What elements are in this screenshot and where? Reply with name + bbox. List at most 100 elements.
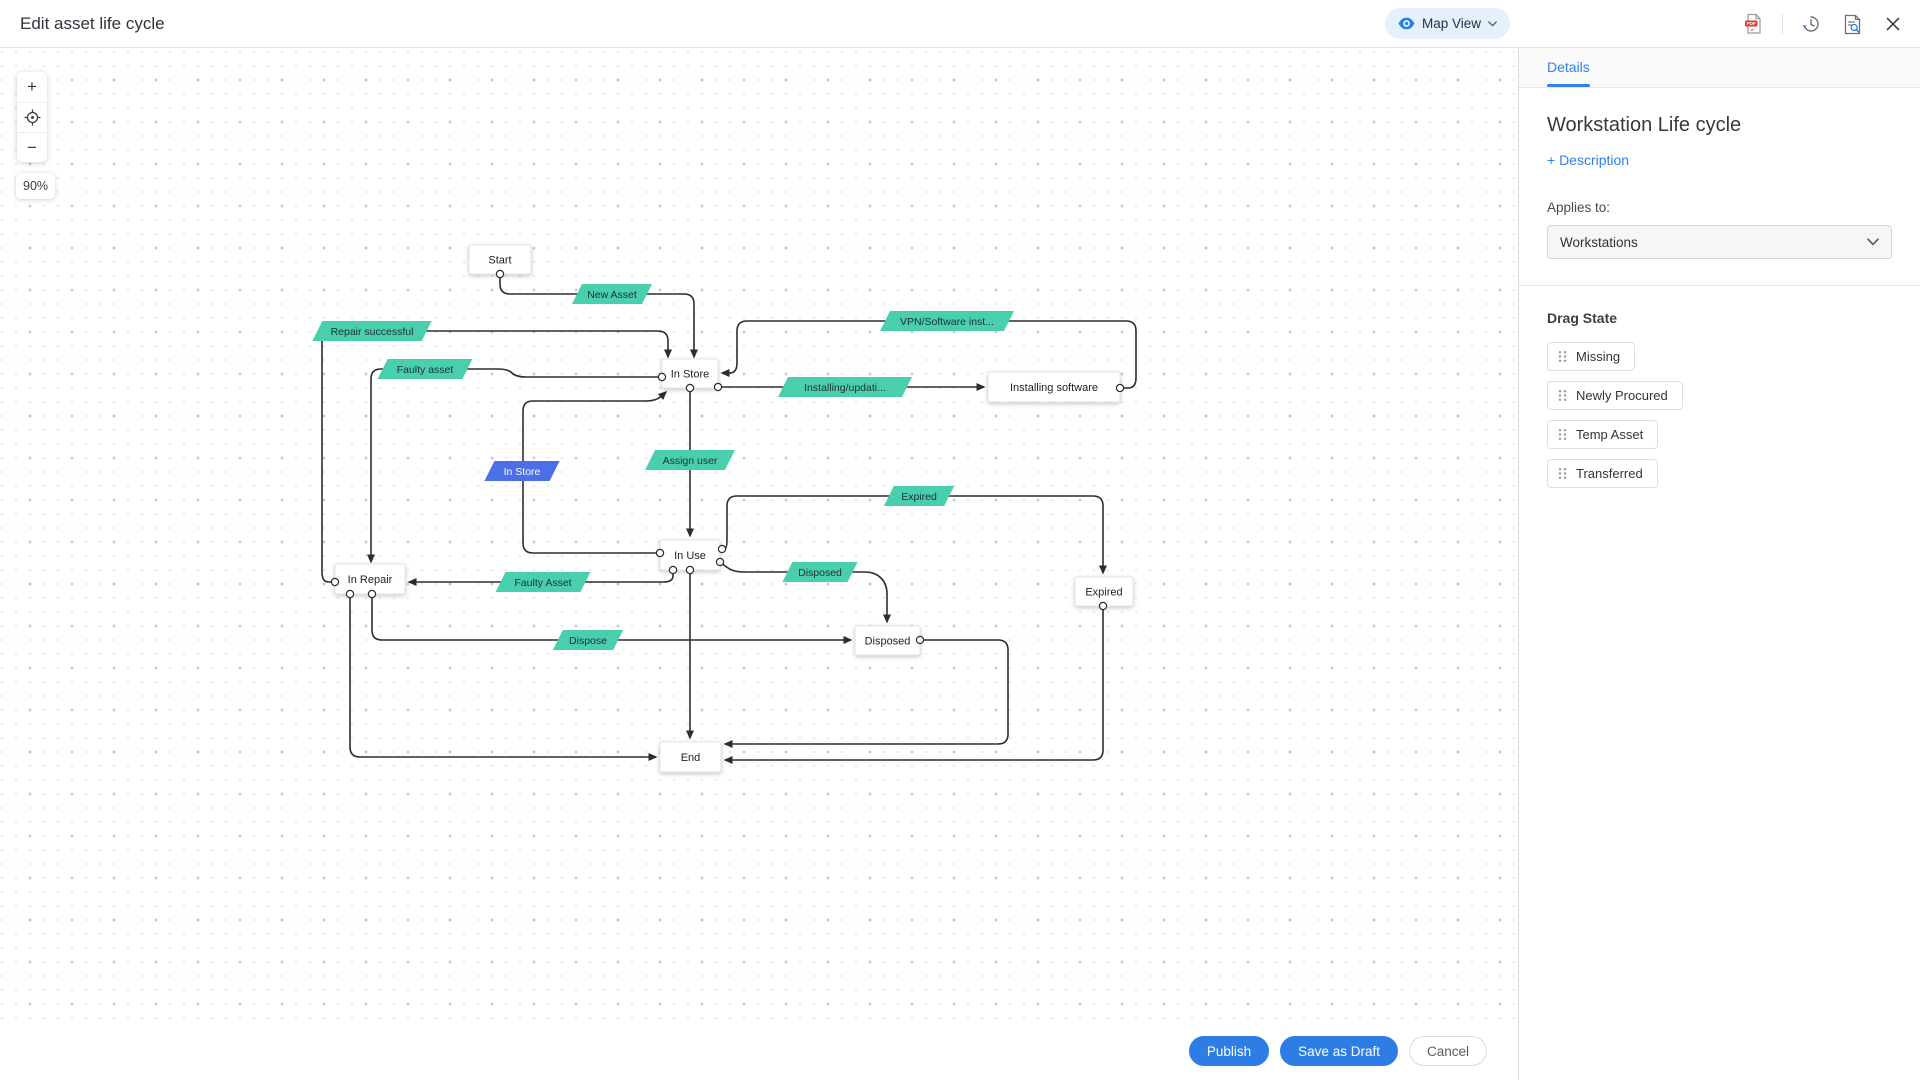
zoom-toolbar: + − (17, 72, 47, 162)
edge-anchor[interactable] (655, 548, 665, 558)
fit-view-button[interactable] (17, 102, 47, 132)
transition-label-text: Expired (901, 491, 937, 503)
node-label: In Repair (348, 574, 393, 586)
page-title: Edit asset life cycle (20, 14, 165, 33)
chevron-down-icon (1488, 20, 1497, 27)
transition-label-in-store-return[interactable]: In Store (484, 461, 560, 481)
transition-label-vpn-software-installed[interactable]: VPN/Software inst... (880, 311, 1014, 331)
export-pdf-button[interactable]: PDF (1741, 11, 1767, 37)
edge-repair-to-end[interactable] (349, 594, 658, 761)
cancel-button[interactable]: Cancel (1408, 1036, 1487, 1066)
edge-anchor[interactable] (495, 269, 505, 279)
edge-dispose[interactable] (371, 594, 853, 644)
edge-anchor[interactable] (668, 565, 678, 575)
node-label: In Use (674, 550, 706, 562)
node-label: End (681, 752, 701, 764)
drag-state-label: Transferred (1576, 466, 1643, 481)
drag-state-item[interactable]: Missing (1547, 342, 1636, 371)
edge-expired-transition[interactable] (722, 495, 1107, 575)
transition-label-assign-user[interactable]: Assign user (645, 450, 735, 470)
details-panel: Details Workstation Life cycle + Descrip… (1518, 48, 1920, 1080)
zoom-level-badge: 90% (16, 173, 56, 199)
edge-anchor[interactable] (915, 635, 925, 645)
transition-label-text: Faulty Asset (514, 577, 571, 589)
transition-label-text: Repair successful (331, 326, 414, 338)
applies-to-value: Workstations (1560, 234, 1638, 250)
transition-label-disposed-transition[interactable]: Disposed (782, 562, 858, 582)
node-in-use[interactable]: In Use (659, 539, 721, 571)
edge-in-store-return[interactable] (522, 390, 668, 554)
map-view-button[interactable]: Map View (1385, 8, 1511, 39)
edge-anchor[interactable] (657, 372, 667, 382)
node-end[interactable]: End (659, 741, 722, 773)
edge-anchor[interactable] (345, 589, 355, 599)
edge-anchor[interactable] (330, 577, 340, 587)
edge-anchor[interactable] (1098, 601, 1108, 611)
map-view-label: Map View (1422, 16, 1482, 31)
add-description-link[interactable]: + Description (1547, 152, 1630, 168)
edge-faulty-asset-in-use[interactable] (407, 570, 674, 586)
header-divider (1782, 14, 1783, 34)
transition-label-dispose[interactable]: Dispose (552, 630, 624, 650)
transition-label-repair-successful[interactable]: Repair successful (312, 321, 432, 341)
eye-icon (1398, 17, 1415, 30)
plus-icon: + (27, 77, 37, 96)
node-label: In Store (671, 369, 710, 381)
node-expired[interactable]: Expired (1074, 576, 1134, 607)
transition-label-text: In Store (504, 466, 541, 478)
edge-anchor[interactable] (715, 557, 725, 567)
minus-icon: − (27, 137, 37, 157)
tab-details[interactable]: Details (1547, 48, 1590, 87)
node-label: Start (488, 255, 511, 267)
save-as-draft-button[interactable]: Save as Draft (1280, 1036, 1398, 1066)
zoom-in-button[interactable]: + (17, 72, 47, 102)
transition-label-text: VPN/Software inst... (900, 316, 994, 328)
edge-anchor[interactable] (713, 382, 723, 392)
node-in-repair[interactable]: In Repair (334, 563, 406, 595)
transition-label-new-asset[interactable]: New Asset (571, 284, 653, 304)
publish-button[interactable]: Publish (1188, 1036, 1270, 1066)
node-installing-software[interactable]: Installing software (987, 371, 1121, 403)
history-button[interactable] (1798, 11, 1824, 37)
node-disposed[interactable]: Disposed (854, 625, 921, 656)
header: Edit asset life cycle Map View PDF (0, 0, 1920, 48)
drag-state-item[interactable]: Newly Procured (1547, 381, 1683, 410)
drag-state-item[interactable]: Transferred (1547, 459, 1658, 488)
drag-state-title: Drag State (1547, 310, 1618, 326)
node-start[interactable]: Start (468, 244, 532, 275)
footer-actions: Publish Save as Draft Cancel (0, 1022, 1518, 1080)
panel-tabbar: Details (1519, 48, 1920, 88)
edge-disposed-to-end[interactable] (723, 639, 1009, 748)
transition-label-text: New Asset (587, 289, 637, 301)
edge-anchor[interactable] (1115, 383, 1125, 393)
document-preview-icon (1843, 14, 1862, 35)
edge-disposed-transition[interactable] (719, 561, 891, 624)
close-button[interactable] (1880, 11, 1906, 37)
drag-handle-icon (1558, 350, 1567, 363)
applies-to-label: Applies to: (1547, 200, 1611, 215)
zoom-out-button[interactable]: − (17, 132, 47, 162)
edge-anchor[interactable] (717, 544, 727, 554)
edge-expired-to-end[interactable] (723, 606, 1104, 764)
edge-anchor[interactable] (685, 383, 695, 393)
svg-text:PDF: PDF (1747, 21, 1756, 26)
transition-label-text: Installing/updati... (804, 382, 886, 394)
transition-label-faulty-asset-in-use[interactable]: Faulty Asset (495, 572, 591, 592)
edge-faulty-asset[interactable] (367, 368, 662, 564)
transition-label-text: Disposed (798, 567, 842, 579)
applies-to-select[interactable]: Workstations (1547, 225, 1892, 259)
transition-label-faulty-asset[interactable]: Faulty asset (377, 359, 473, 379)
edge-anchor[interactable] (685, 565, 695, 575)
transition-label-installing-updating[interactable]: Installing/updati... (778, 377, 912, 397)
life-cycle-title: Workstation Life cycle (1547, 114, 1742, 136)
drag-state-item[interactable]: Temp Asset (1547, 420, 1659, 449)
node-in-store[interactable]: In Store (661, 358, 719, 389)
drag-handle-icon (1558, 467, 1567, 480)
transition-label-expired-transition[interactable]: Expired (883, 486, 955, 506)
preview-document-button[interactable] (1839, 11, 1865, 37)
edge-anchor[interactable] (367, 589, 377, 599)
drag-state-label: Temp Asset (1576, 427, 1644, 442)
node-label: Expired (1085, 587, 1122, 599)
